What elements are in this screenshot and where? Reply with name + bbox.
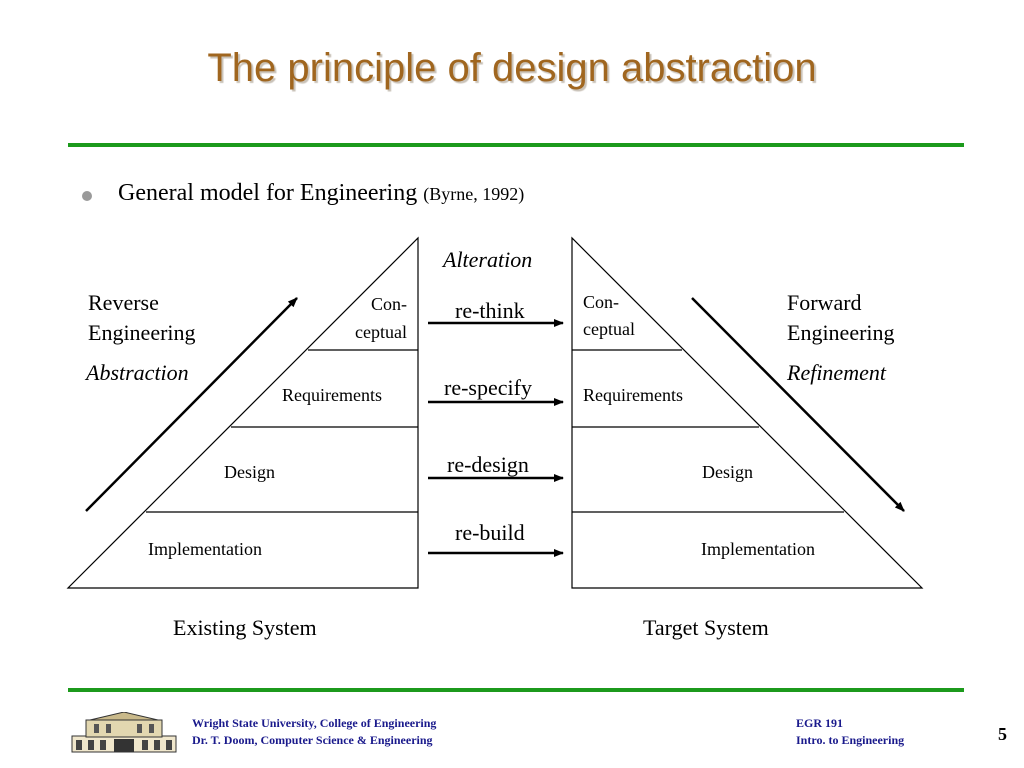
forward-label-line1: Forward: [787, 290, 862, 315]
refinement-arrow: [691, 297, 905, 512]
target-conceptual-label-line2: ceptual: [583, 319, 635, 339]
target-triangle-outline: [571, 236, 924, 589]
existing-requirements-label: Requirements: [282, 385, 382, 405]
forward-label-line2: Engineering: [787, 320, 895, 345]
footer-course-code: EGR 191: [796, 716, 844, 730]
title-divider: [68, 143, 964, 147]
existing-design-label: Design: [224, 462, 275, 482]
re-think-label: re-think: [455, 298, 525, 323]
slide-title: The principle of design abstraction: [207, 46, 817, 90]
footer-org-line2: Dr. T. Doom, Computer Science & Engineer…: [192, 733, 433, 747]
existing-conceptual-label-line1: Con-: [371, 294, 407, 314]
page-number: 5: [998, 724, 1007, 744]
footer-org-line1: Wright State University, College of Engi…: [192, 716, 437, 730]
target-conceptual-label-line1: Con-: [583, 292, 619, 312]
re-specify-label: re-specify: [444, 375, 532, 400]
existing-implementation-label: Implementation: [148, 539, 262, 559]
refinement-label: Refinement: [787, 360, 886, 385]
abstraction-label: Abstraction: [86, 360, 189, 385]
existing-system-triangle: [66, 236, 419, 589]
reverse-label-line1: Reverse: [88, 290, 159, 315]
alteration-heading: Alteration: [443, 247, 533, 272]
existing-system-caption: Existing System: [173, 615, 317, 640]
existing-triangle-outline: [66, 236, 419, 589]
reverse-label-line2: Engineering: [88, 320, 196, 345]
target-system-triangle: [571, 236, 924, 589]
bullet-icon: [82, 191, 92, 201]
re-design-label: re-design: [447, 452, 529, 477]
target-design-label: Design: [702, 462, 753, 482]
target-implementation-label: Implementation: [701, 539, 815, 559]
target-requirements-label: Requirements: [583, 385, 683, 405]
bullet-item: General model for Engineering (Byrne, 19…: [118, 180, 524, 207]
bullet-text: General model for Engineering: [118, 180, 418, 206]
re-build-label: re-build: [455, 520, 525, 545]
existing-conceptual-label-line2: ceptual: [355, 322, 407, 342]
bullet-citation: (Byrne, 1992): [423, 184, 525, 204]
abstraction-arrow: [85, 297, 298, 512]
target-system-caption: Target System: [643, 615, 769, 640]
university-building-logo: [71, 712, 177, 753]
footer-course-name: Intro. to Engineering: [796, 733, 905, 747]
footer-divider: [68, 688, 964, 692]
